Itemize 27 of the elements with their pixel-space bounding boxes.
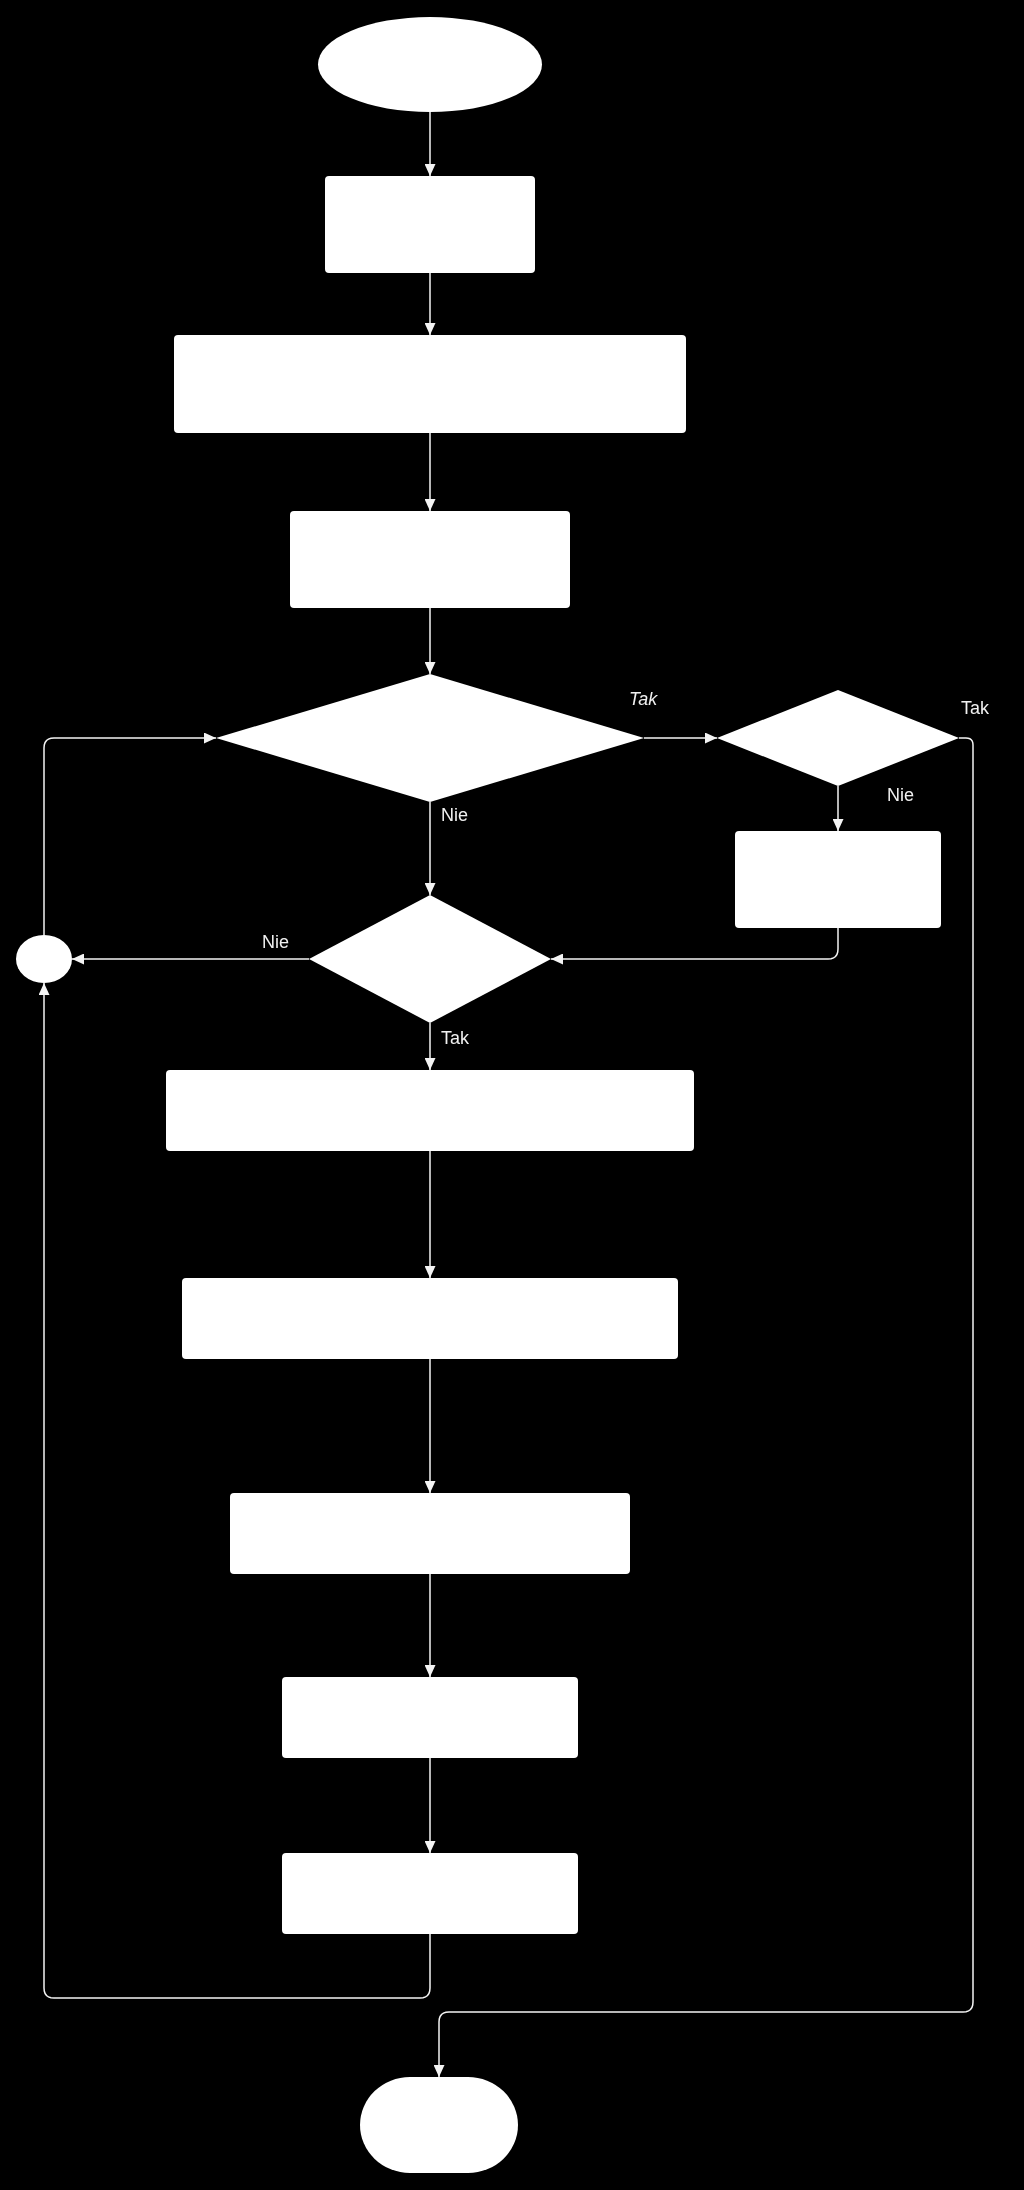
- process-box: [735, 831, 941, 928]
- arrow: [71, 953, 310, 965]
- process-box: [325, 176, 535, 273]
- process-box: [290, 511, 570, 608]
- process-box: [182, 1278, 678, 1359]
- process-box: [166, 1070, 694, 1151]
- arrow: [424, 1573, 436, 1678]
- arrow: [424, 1150, 436, 1279]
- arrow: [424, 272, 436, 336]
- process-box: [282, 1853, 578, 1934]
- arrow: [424, 1022, 436, 1071]
- arrow: [424, 111, 436, 177]
- arrow: [550, 927, 839, 965]
- arrow: [424, 1358, 436, 1494]
- arrow: [424, 801, 436, 896]
- process-box: [230, 1493, 630, 1574]
- process-box: [174, 335, 686, 433]
- arrow: [433, 737, 974, 2078]
- arrow: [38, 982, 431, 1999]
- arrow: [43, 732, 217, 936]
- arrow: [424, 607, 436, 675]
- process-box: [282, 1677, 578, 1758]
- arrow: [832, 785, 844, 832]
- arrow: [643, 732, 718, 744]
- connector-circle: [16, 935, 72, 983]
- arrow: [424, 1757, 436, 1854]
- arrow: [424, 432, 436, 512]
